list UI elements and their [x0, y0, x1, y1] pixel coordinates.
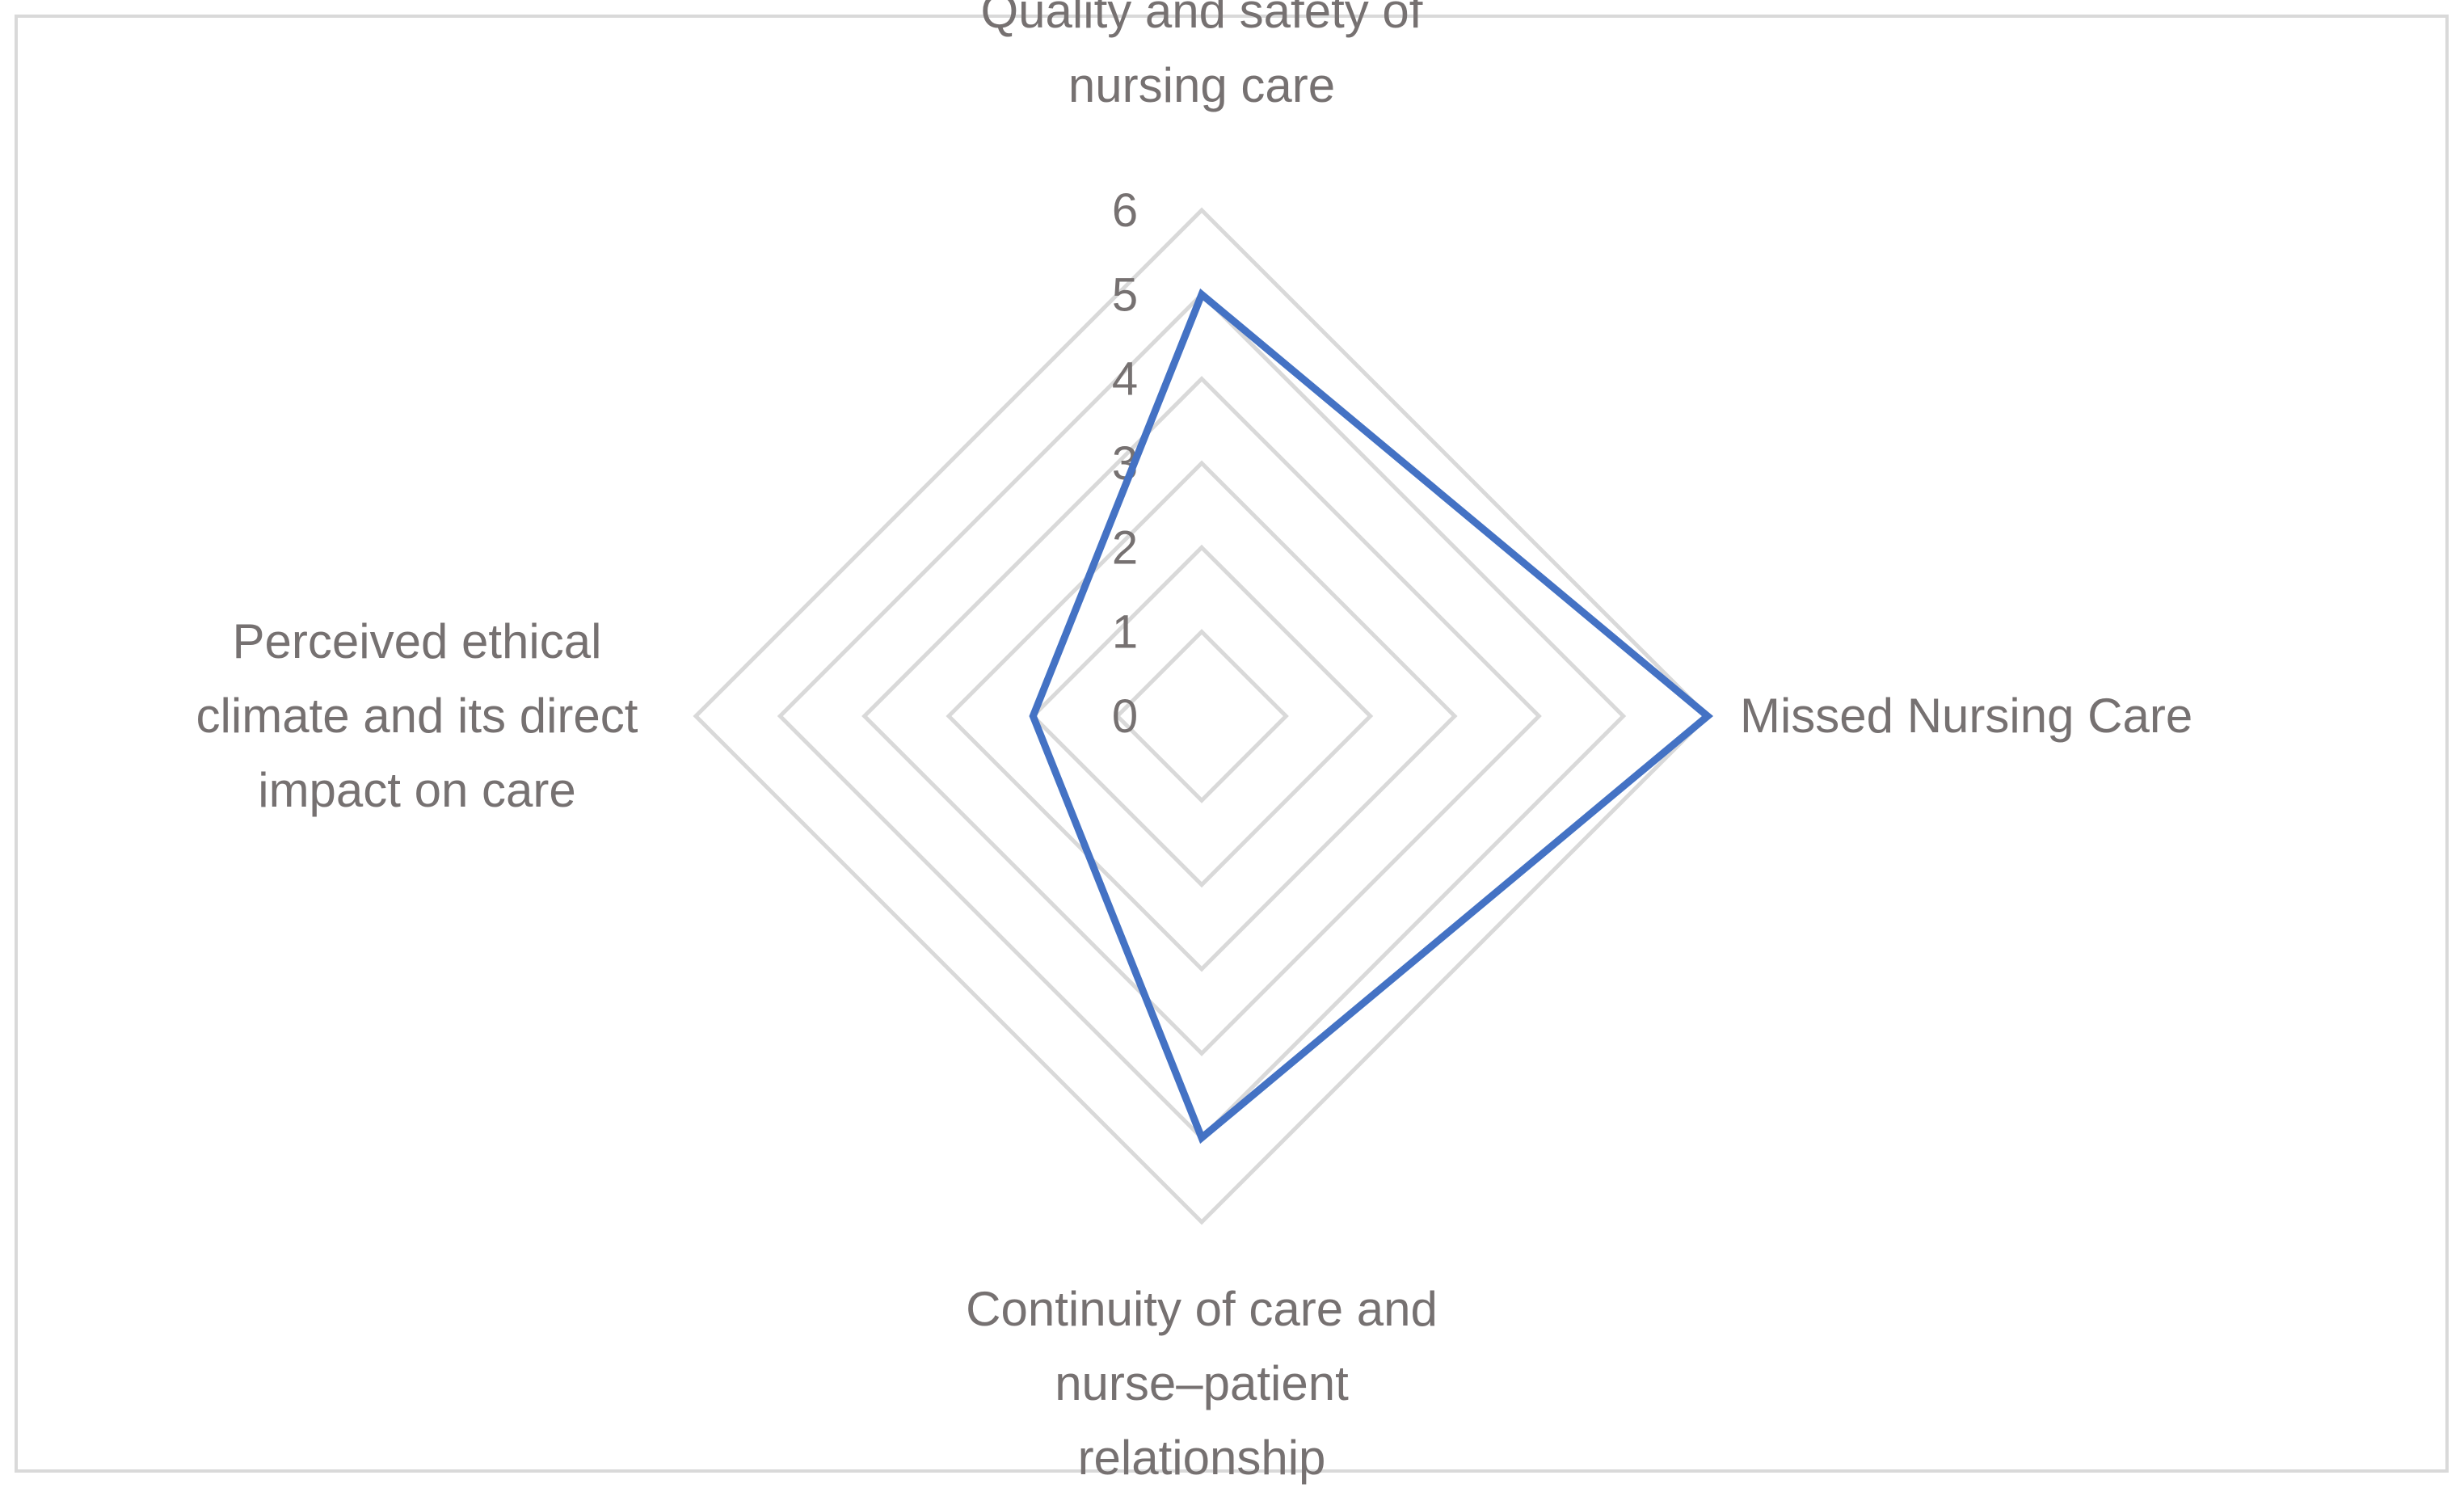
- category-label-line: nursing care: [1068, 58, 1335, 112]
- category-label-line: climate and its direct: [196, 689, 638, 743]
- data-point-4: [1032, 715, 1034, 717]
- data-point-1: [1201, 293, 1203, 295]
- category-label-2: Missed Nursing Care: [1740, 689, 2192, 743]
- category-label-line: nurse–patient: [1055, 1356, 1349, 1410]
- tick-label-2: 2: [1112, 521, 1138, 574]
- chart-border: [15, 15, 2449, 1473]
- data-point-2: [1707, 715, 1708, 717]
- radar-series: [1029, 288, 1714, 1144]
- category-label-3: Continuity of care and nurse–patient relat…: [966, 1282, 1438, 1485]
- tick-label-6: 6: [1112, 184, 1138, 237]
- category-label-line: Perceived ethical: [233, 614, 602, 668]
- category-label-line: Missed Nursing Care: [1740, 689, 2192, 743]
- category-label-1: Quality and safety of nursing care: [981, 0, 1423, 112]
- category-label-line: relationship: [1078, 1431, 1326, 1485]
- radar-category-labels: Quality and safety of nursing careMissed …: [196, 0, 2193, 1485]
- tick-label-1: 1: [1112, 606, 1138, 659]
- category-label-line: Continuity of care and: [966, 1282, 1438, 1336]
- tick-label-0: 0: [1112, 690, 1138, 743]
- data-point-3: [1201, 1137, 1203, 1139]
- grid-ring-4: [861, 376, 1542, 1056]
- category-label-4: Perceived ethical climate and its direct i…: [196, 614, 638, 817]
- grid-ring-1: [1114, 629, 1289, 803]
- category-label-line: impact on care: [258, 763, 576, 817]
- tick-label-5: 5: [1112, 268, 1138, 321]
- tick-label-4: 4: [1112, 353, 1138, 406]
- series-line-1: [1029, 288, 1714, 1144]
- grid-ring-3: [946, 460, 1458, 972]
- grid-ring-6: [693, 207, 1711, 1225]
- category-label-line: Quality and safety of: [981, 0, 1423, 38]
- grid-ring-2: [1030, 544, 1374, 888]
